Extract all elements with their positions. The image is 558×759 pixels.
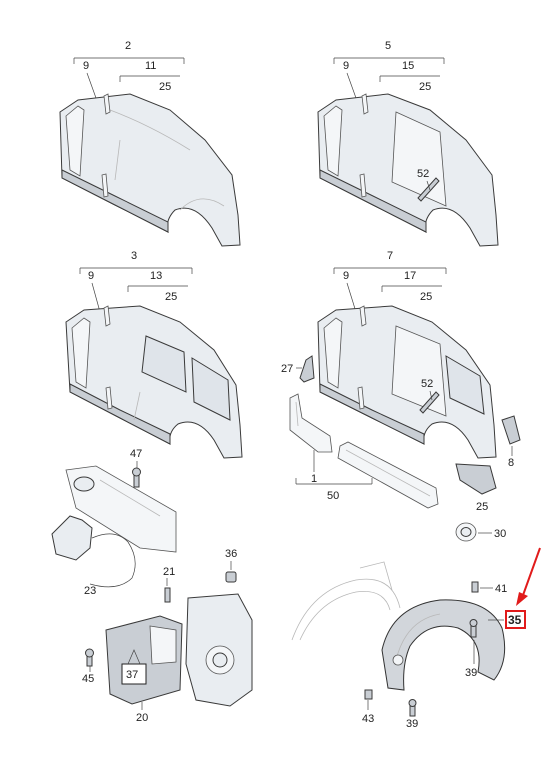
callout-9: 9: [343, 270, 349, 282]
mounting-plate: [65, 465, 177, 553]
callout-15: 15: [402, 60, 414, 72]
callout-3: 3: [131, 250, 137, 262]
callout-5: 5: [385, 40, 391, 52]
callout-45: 45: [82, 673, 94, 685]
callout-25: 25: [476, 501, 488, 513]
callout-7: 7: [387, 250, 393, 262]
assembly-group-7: 7 9 17 25 52 27 8 1 50: [281, 250, 521, 542]
callout-11: 11: [145, 60, 156, 72]
sliding-door-opening: [391, 325, 447, 417]
callout-9: 9: [343, 60, 349, 72]
callout-17: 17: [404, 270, 416, 282]
callout-1: 1: [311, 473, 317, 485]
callout-25: 25: [419, 81, 431, 93]
callout-23: 23: [84, 585, 96, 597]
callout-21: 21: [163, 566, 175, 578]
callout-box-37: [121, 663, 147, 685]
callout-52: 52: [417, 168, 429, 180]
rubbing-strip: [417, 177, 440, 202]
callout-43: 43: [362, 713, 374, 725]
callout-2: 2: [125, 40, 131, 52]
highlight-arrow-head: [516, 592, 528, 606]
callout-35: 35: [508, 613, 522, 627]
callout-8: 8: [508, 457, 514, 469]
callout-13: 13: [150, 270, 162, 282]
callout-47: 47: [130, 448, 142, 460]
rubbing-strip: [419, 391, 440, 414]
pin-21: [164, 587, 171, 603]
highlight-arrow: [521, 547, 541, 599]
side-window-front: [141, 335, 187, 393]
callout-20: 20: [136, 712, 148, 724]
callout-52: 52: [421, 378, 433, 390]
callout-27: 27: [281, 363, 293, 375]
sill-piece-1: [289, 393, 333, 453]
callout-25: 25: [165, 291, 177, 303]
assembly-group-5: 5 9 15 25 52: [317, 40, 499, 247]
assembly-group-2: 2 9 11 25: [59, 40, 241, 247]
callout-39: 39: [406, 718, 418, 730]
callout-39: 39: [465, 667, 477, 679]
callout-37: 37: [126, 669, 138, 681]
bracket-8: [501, 415, 521, 445]
side-panel-sill: [61, 169, 169, 233]
side-window-rear: [191, 357, 231, 421]
callout-50: 50: [327, 490, 339, 502]
bracket-27: [299, 355, 315, 383]
release-mechanism: [51, 515, 93, 561]
fuel-filler-group: 47 23 36 21 20 37 45: [51, 448, 253, 724]
highlight-box-35: [505, 610, 526, 629]
sill-member-50: [337, 441, 439, 509]
callout-25: 25: [159, 81, 171, 93]
callout-9: 9: [88, 270, 94, 282]
clip-41: [471, 581, 479, 593]
callout-36: 36: [225, 548, 237, 560]
corner-piece-25: [455, 463, 497, 495]
cap-36: [225, 571, 237, 583]
callout-41: 41: [495, 583, 507, 595]
callout-9: 9: [83, 60, 89, 72]
callout-30: 30: [494, 528, 506, 540]
assembly-group-3: 3 9 13 25: [65, 250, 243, 459]
wheel-liner-35: [381, 599, 506, 691]
wheel-liner-group: 41 35 39 43 39: [291, 547, 541, 730]
side-panel-pillar: [65, 105, 85, 177]
callout-25: 25: [420, 291, 432, 303]
clip-43: [364, 689, 373, 700]
